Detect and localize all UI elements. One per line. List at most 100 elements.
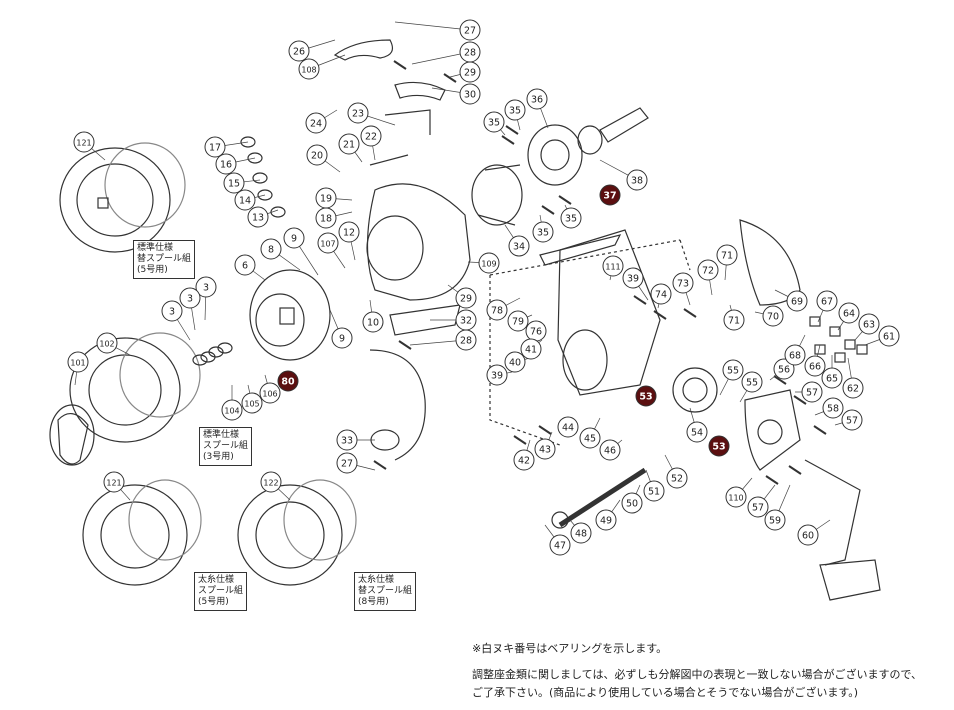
- callout-66: 66: [804, 355, 826, 377]
- callout-bubble: [821, 367, 843, 389]
- callout-number: 36: [531, 95, 543, 106]
- callout-12: 12: [338, 221, 360, 243]
- callout-53: 53: [635, 385, 657, 407]
- callout-number: 62: [847, 384, 859, 395]
- callout-18: 18: [315, 207, 337, 229]
- callout-bubble: [459, 19, 481, 41]
- callout-bubble: [513, 449, 535, 471]
- callout-bubble: [697, 259, 719, 281]
- callout-3: 3: [161, 300, 183, 322]
- handle-bore: [757, 419, 783, 445]
- rotor-cover: [249, 269, 331, 361]
- callout-39: 39: [486, 364, 508, 386]
- callout-bubble: [504, 99, 526, 121]
- callout-bubble: [722, 359, 744, 381]
- screw: [443, 73, 457, 83]
- callout-9: 9: [283, 227, 305, 249]
- callout-number: 29: [464, 68, 476, 79]
- callout-27: 27: [336, 452, 358, 474]
- anti-reverse-part: [834, 352, 846, 363]
- callout-number: 104: [224, 407, 239, 416]
- callout-bubble: [305, 112, 327, 134]
- spool-body: [283, 479, 357, 561]
- callout-number: 57: [752, 503, 764, 514]
- callout-bubble: [621, 492, 643, 514]
- callout-bubble: [666, 467, 688, 489]
- callout-13: 13: [247, 206, 269, 228]
- callout-41: 41: [520, 338, 542, 360]
- anti-reverse-part: [829, 326, 841, 337]
- callout-17: 17: [204, 136, 226, 158]
- callout-number: 57: [846, 416, 858, 427]
- screw: [788, 465, 802, 475]
- callout-bubble: [221, 399, 243, 421]
- callout-number: 74: [655, 290, 667, 301]
- handle-knob: [819, 559, 881, 601]
- drive-gear-hub: [682, 377, 708, 403]
- callout-number: 70: [767, 312, 779, 323]
- spool-label-thick-5: 太糸仕様 スプール組 (5号用): [194, 572, 248, 611]
- callout-3: 3: [195, 276, 217, 298]
- callout-bubble: [288, 40, 310, 62]
- screw: [653, 310, 667, 320]
- callout-bubble: [599, 184, 621, 206]
- rotor-inner: [255, 293, 305, 347]
- callout-bubble: [560, 207, 582, 229]
- callout-number: 34: [513, 242, 525, 253]
- callout-bubble: [520, 338, 542, 360]
- callout-number: 35: [565, 214, 577, 225]
- callout-number: 9: [339, 334, 345, 345]
- callout-121: 121: [73, 131, 95, 153]
- callout-bubble: [504, 351, 526, 373]
- label-line: 替スプール組: [137, 254, 192, 264]
- callout-number: 29: [460, 294, 472, 305]
- callout-number: 102: [99, 340, 114, 349]
- callout-32: 32: [455, 309, 477, 331]
- callout-number: 105: [244, 400, 259, 409]
- callout-number: 121: [106, 479, 121, 488]
- callout-79: 79: [507, 310, 529, 332]
- callout-108: 108: [298, 58, 320, 80]
- callout-24: 24: [305, 112, 327, 134]
- callout-110: 110: [725, 486, 747, 508]
- callout-39: 39: [622, 267, 644, 289]
- callout-bubble: [773, 358, 795, 380]
- callout-65: 65: [821, 367, 843, 389]
- label-line: (5号用): [137, 265, 168, 275]
- callout-number: 27: [464, 26, 476, 37]
- callout-bubble: [336, 429, 358, 451]
- callout-bubble: [532, 221, 554, 243]
- callout-6: 6: [234, 254, 256, 276]
- callout-56: 56: [773, 358, 795, 380]
- callout-number: 35: [509, 106, 521, 117]
- callout-number: 68: [789, 351, 801, 362]
- callout-bubble: [579, 427, 601, 449]
- spool-hub: [97, 197, 109, 209]
- callout-number: 19: [320, 194, 332, 205]
- callout-number: 71: [728, 316, 740, 327]
- callout-bubble: [602, 255, 624, 277]
- callout-number: 21: [343, 140, 355, 151]
- callout-number: 40: [509, 358, 521, 369]
- pinion-housing: [527, 124, 583, 186]
- callout-9: 9: [331, 327, 353, 349]
- callout-bubble: [570, 522, 592, 544]
- callout-30: 30: [459, 83, 481, 105]
- callout-122: 122: [260, 471, 282, 493]
- callout-35: 35: [504, 99, 526, 121]
- bail-wire: [369, 349, 426, 461]
- callout-101: 101: [67, 351, 89, 373]
- bearing: [577, 125, 603, 155]
- label-line: (3号用): [203, 452, 234, 462]
- washer: [208, 346, 224, 358]
- bail-trip: [384, 109, 431, 135]
- callout-bubble: [672, 272, 694, 294]
- screw: [513, 435, 527, 445]
- callout-bubble: [723, 309, 745, 331]
- washer: [192, 354, 208, 366]
- callout-bubble: [878, 325, 900, 347]
- callout-bubble: [797, 524, 819, 546]
- callout-42: 42: [513, 449, 535, 471]
- screw: [683, 308, 697, 318]
